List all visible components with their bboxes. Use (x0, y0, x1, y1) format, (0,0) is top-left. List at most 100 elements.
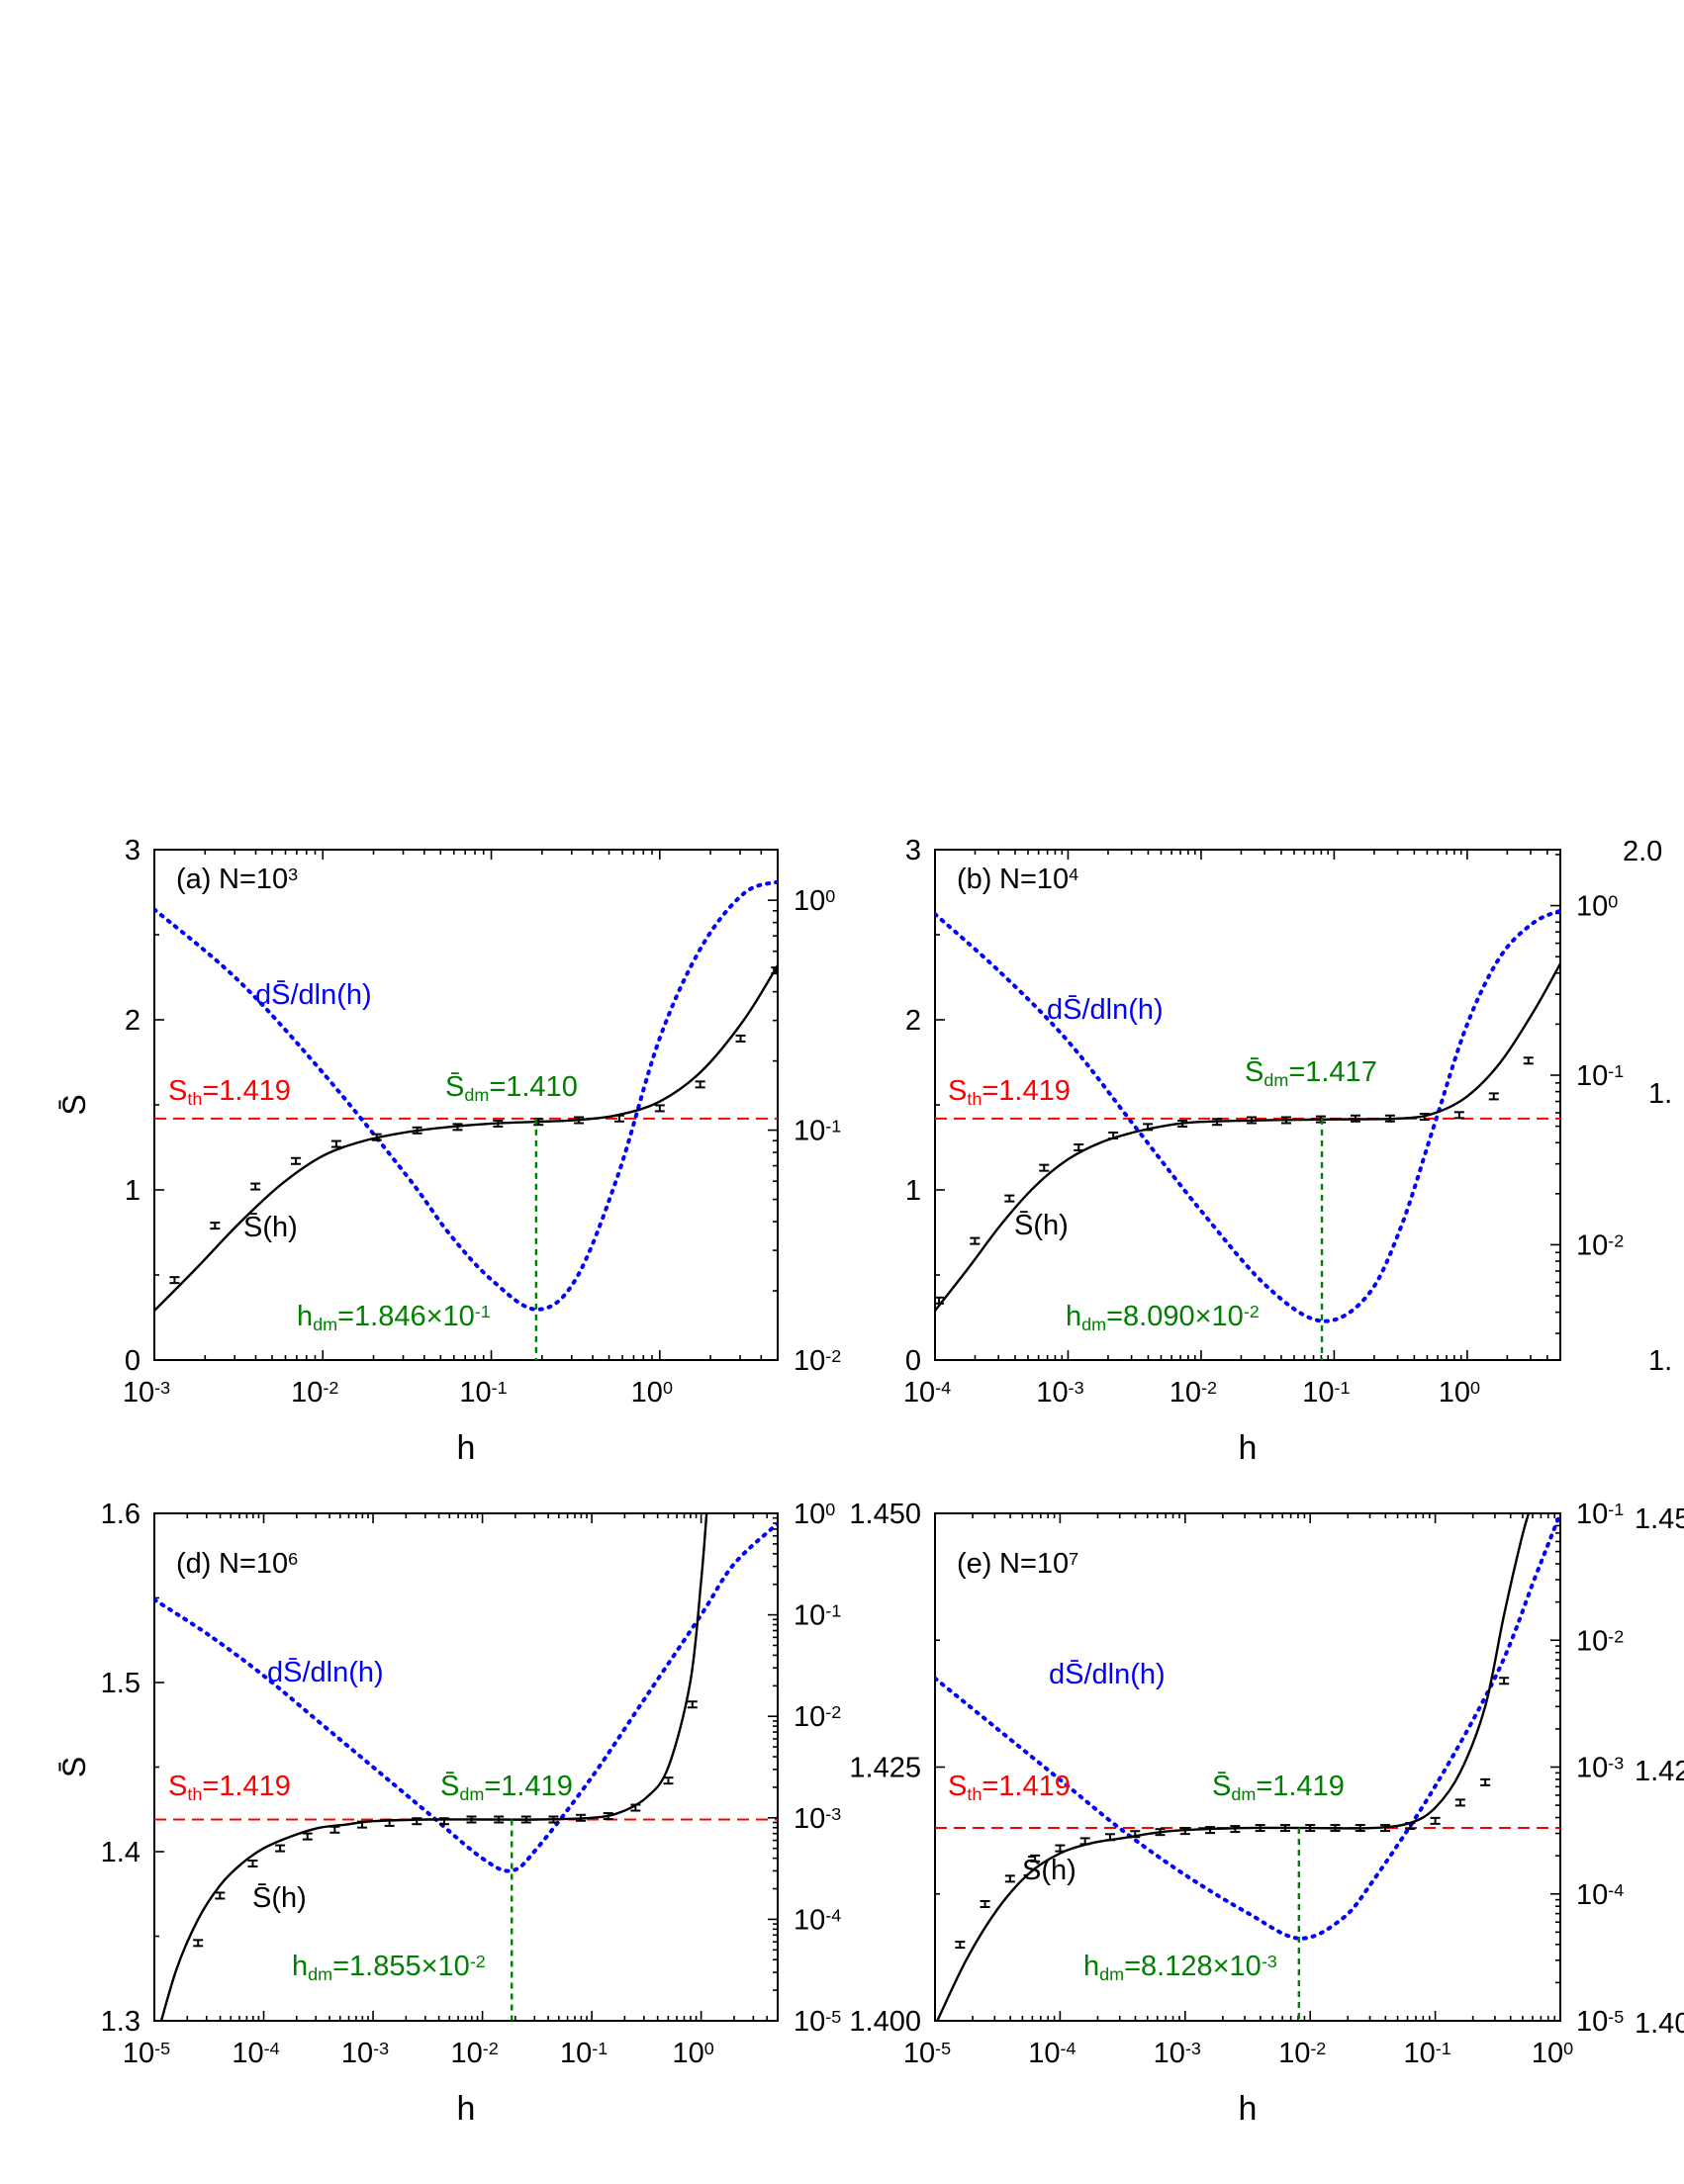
x-tick-label-part: 10 (903, 1377, 935, 1409)
derivative-label: dS̄/dln(h) (267, 1657, 384, 1688)
y2-tick-label-part: -1 (825, 1116, 841, 1136)
S-curve (935, 962, 1560, 1312)
plot-area (154, 1513, 778, 2021)
x-tick-label-part: -2 (1310, 2039, 1326, 2058)
x-tick-label: 10-5 (123, 2038, 170, 2069)
y2-tick-label: 10-3 (1576, 1753, 1624, 1784)
x-tick-label: 10-2 (1169, 1377, 1217, 1409)
S-curve-label: S̄(h) (243, 1212, 298, 1243)
h-dm-label-part: dm (313, 1315, 337, 1334)
h-dm-label-part: =1.846×10 (337, 1301, 475, 1332)
x-tick-label-part: -4 (935, 1378, 951, 1398)
x-tick-label-part: 10 (341, 2038, 373, 2069)
y-tick-label: 1.425 (849, 1753, 921, 1784)
y-tick-label: 1.400 (849, 2006, 921, 2038)
S-dm-label-part: dm (464, 1085, 489, 1105)
S-th-label-part: S (948, 1771, 967, 1802)
S-th-label-part: =1.419 (982, 1771, 1071, 1802)
x-tick-label: 10-1 (1403, 2038, 1450, 2069)
h-dm-label: hdm=8.128×10-3 (1083, 1951, 1277, 1984)
panel-N-label-part: 6 (288, 1549, 298, 1569)
y2-tick-label-part: 10 (794, 1701, 825, 1733)
h-dm-label-part: =8.090×10 (1106, 1301, 1244, 1332)
x-tick-label: 10-3 (1154, 2038, 1201, 2069)
plot-area (154, 879, 778, 1360)
x-axis-label: h (457, 1429, 476, 1467)
x-tick-label: 10-2 (450, 2038, 498, 2069)
y2-tick-label-part: 10 (794, 885, 825, 917)
y-tick-label: 2 (125, 1005, 140, 1037)
y2-tick-label-part: 10 (1576, 1753, 1608, 1784)
y2-tick-label: 10-2 (794, 1701, 841, 1733)
S-curve (936, 1513, 1531, 2021)
cutoff-tick-label: 1.42 (1635, 1756, 1684, 1787)
x-tick-label-part: -2 (1201, 1378, 1217, 1398)
S-th-label-part: S (168, 1771, 187, 1802)
y2-tick-label-part: 10 (1576, 1879, 1608, 1911)
h-dm-label-part: -2 (470, 1952, 486, 1971)
x-tick-label-part: 10 (672, 2038, 703, 2069)
panel-N-label-part: N=10 (219, 1548, 288, 1580)
panel-label: (e) (957, 1548, 991, 1580)
y-axis-label: S̄ (56, 1094, 92, 1115)
h-dm-label-part: =8.128×10 (1124, 1951, 1262, 1982)
y2-tick-label: 10-1 (1576, 1499, 1624, 1530)
h-dm-label: hdm=1.846×10-1 (297, 1301, 491, 1334)
x-tick-label: 10-2 (1278, 2038, 1326, 2069)
y2-tick-label: 10-2 (794, 1345, 841, 1377)
x-tick-label-part: 10 (459, 1377, 491, 1409)
y2-tick-label-part: -1 (825, 1601, 841, 1621)
x-tick-label-part: 10 (232, 2038, 263, 2069)
x-tick-label-part: -5 (154, 2039, 170, 2058)
y2-tick-label-part: 10 (794, 1600, 825, 1632)
x-tick-label-part: 0 (1563, 2039, 1573, 2058)
x-tick-label-part: 10 (631, 1377, 663, 1409)
S-th-label: Sth=1.419 (168, 1771, 291, 1804)
y2-tick-label-part: -4 (1608, 1880, 1624, 1900)
x-tick-label: 100 (631, 1377, 673, 1409)
x-tick-label-part: -3 (373, 2039, 389, 2058)
y2-tick-label-part: -5 (1608, 2007, 1624, 2027)
y2-tick-label-part: -4 (825, 1905, 841, 1925)
y-tick-label: 0 (905, 1345, 921, 1377)
cutoff-tick-label: 1.40 (1635, 2008, 1684, 2040)
x-tick-label-part: 10 (1154, 2038, 1185, 2069)
y-axis-label: S̄ (56, 1757, 92, 1777)
cutoff-tick-label: 1.45 (1635, 1503, 1684, 1535)
h-dm-label-part: h (1083, 1951, 1099, 1982)
panel-N-label: N=104 (999, 864, 1078, 895)
derivative-label: dS̄/dln(h) (1047, 994, 1164, 1026)
S-dm-label-part: dm (459, 1784, 484, 1804)
y-tick-label: 1.3 (101, 2006, 140, 2038)
y2-tick-label-part: -3 (1608, 1753, 1624, 1773)
plot-area (935, 1513, 1560, 2021)
y2-tick-label-part: -5 (825, 2007, 841, 2027)
y2-tick-label-part: 10 (1576, 891, 1608, 923)
panel-N-label-part: N=10 (999, 1548, 1069, 1580)
x-tick-label: 10-1 (1302, 1377, 1350, 1409)
derivative-curve (154, 1521, 778, 1873)
h-dm-label-part: dm (1099, 1964, 1124, 1984)
x-tick-label-part: -4 (264, 2039, 280, 2058)
derivative-curve (935, 1513, 1560, 1941)
y-tick-label: 1.450 (849, 1499, 921, 1530)
x-tick-label: 100 (1439, 1377, 1480, 1409)
S-dm-label-part: dm (1231, 1784, 1256, 1804)
plot-area (935, 908, 1560, 1360)
x-tick-label-part: 10 (1169, 1377, 1201, 1409)
S-curve (154, 964, 778, 1312)
y-tick-label: 1.4 (101, 1837, 140, 1868)
panel-N-label-part: 3 (288, 864, 298, 884)
x-tick-label-part: 0 (663, 1378, 673, 1398)
S-th-label-part: th (967, 1089, 982, 1109)
x-tick-label: 10-3 (341, 2038, 389, 2069)
S-dm-label: S̄dm=1.419 (440, 1771, 573, 1804)
y2-tick-label-part: 10 (794, 1803, 825, 1835)
y2-tick-label-part: 10 (1576, 1229, 1608, 1261)
y2-tick-label: 10-1 (1576, 1060, 1624, 1092)
h-dm-label: hdm=8.090×10-2 (1066, 1301, 1260, 1334)
y-tick-label: 0 (125, 1345, 140, 1377)
y2-tick-label: 10-1 (794, 1600, 841, 1632)
